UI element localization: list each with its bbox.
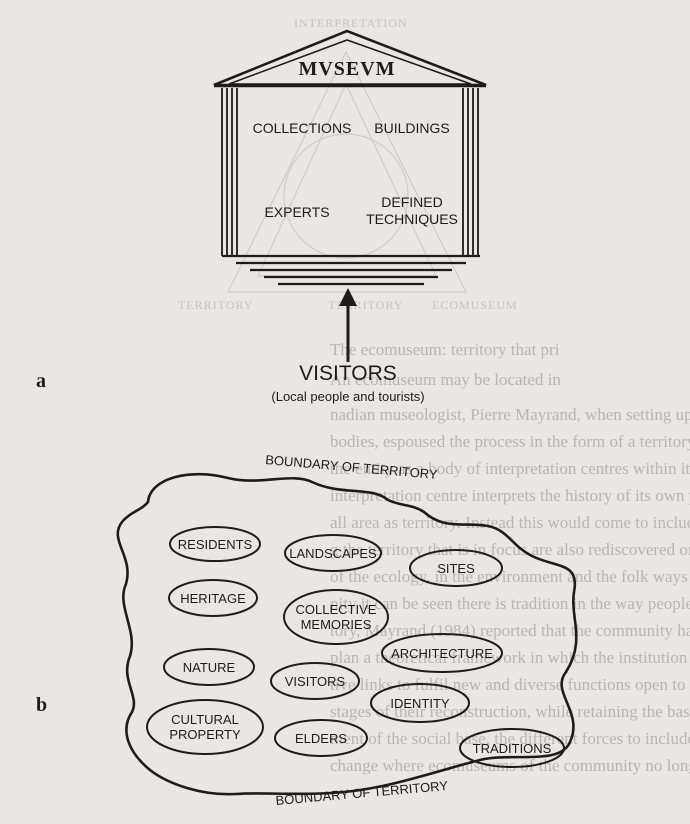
bleed-line: tive links to fulfil new and diverse fun… bbox=[330, 675, 690, 694]
bleed-caption: The ecomuseum: territory that pri bbox=[330, 340, 560, 359]
bleed-line: the entity as a body of interpretation c… bbox=[330, 459, 690, 478]
oval-label-nature: NATURE bbox=[182, 660, 236, 675]
bleed-line: of the ecology, in the environment and t… bbox=[330, 567, 690, 586]
oval-visitors bbox=[270, 662, 360, 700]
oval-label-heritage: HERITAGE bbox=[180, 591, 246, 606]
territory-boundary bbox=[116, 472, 578, 796]
territory-ovals bbox=[146, 526, 565, 768]
oval-label-cultural-property: CULTURAL PROPERTY bbox=[169, 712, 241, 742]
bleed-line: interpretation centre interprets the his… bbox=[330, 486, 690, 505]
oval-label-identity: IDENTITY bbox=[390, 696, 450, 711]
oval-label-collective-memories: COLLECTIVE MEMORIES bbox=[295, 602, 377, 632]
oval-label-landscapes: LANDSCAPES bbox=[289, 546, 377, 561]
oval-label-architecture: ARCHITECTURE bbox=[391, 646, 493, 661]
ghost-word: ECOMUSEUM bbox=[432, 298, 518, 312]
visitors-title: VISITORS bbox=[299, 362, 397, 385]
bleed-line: all area as territory. Instead this woul… bbox=[330, 513, 690, 532]
oval-label-residents: RESIDENTS bbox=[177, 537, 253, 552]
panel-label-b: b bbox=[36, 694, 48, 716]
oval-landscapes bbox=[284, 534, 382, 572]
oval-label-sites: SITES bbox=[437, 561, 475, 576]
museum-title: MVSEVM bbox=[298, 58, 396, 80]
bleed-line: plan a theoretical framework in which th… bbox=[330, 648, 690, 667]
oval-elders bbox=[274, 719, 368, 757]
bleed-line: An ecomuseum may be located in bbox=[330, 370, 561, 389]
oval-cultural-property bbox=[146, 699, 264, 755]
oval-nature bbox=[163, 648, 255, 686]
oval-architecture bbox=[381, 633, 503, 673]
oval-collective-memories bbox=[283, 589, 389, 645]
bleed-line: bodies, espoused the process in the form… bbox=[330, 432, 690, 451]
visitors-subtitle: (Local people and tourists) bbox=[271, 389, 425, 404]
oval-label-traditions: TRADITIONS bbox=[472, 741, 552, 756]
bleed-line: change where ecomuseums of the community… bbox=[330, 756, 690, 775]
oval-residents bbox=[169, 526, 261, 562]
oval-traditions bbox=[459, 728, 565, 768]
ghost-word: TERRITORY bbox=[178, 298, 254, 312]
bleed-line: ment of the social base, the different f… bbox=[330, 729, 690, 748]
museum-building bbox=[213, 29, 487, 286]
oval-heritage bbox=[168, 579, 258, 617]
museum-item-defined-techniques: DEFINED TECHNIQUES bbox=[366, 194, 458, 227]
panel-label-a: a bbox=[36, 370, 46, 392]
bleed-line: stages of their reconstruction, while re… bbox=[330, 702, 690, 721]
oval-identity bbox=[370, 683, 470, 723]
museum-item-collections: COLLECTIONS bbox=[252, 120, 352, 136]
bleed-line: nity it can be seen there is tradition i… bbox=[330, 594, 690, 613]
museum-right-column bbox=[462, 88, 479, 256]
bleed-line: nadian museologist, Pierre Mayrand, when… bbox=[330, 405, 690, 424]
oval-sites bbox=[409, 549, 503, 587]
oval-label-visitors: VISITORS bbox=[284, 674, 346, 689]
oval-label-elders: ELDERS bbox=[294, 731, 348, 746]
museum-steps bbox=[222, 254, 480, 286]
museum-item-buildings: BUILDINGS bbox=[374, 120, 450, 136]
ghost-top-word: INTERPRETATION bbox=[294, 16, 408, 30]
bleed-line: g the territory that is in focus are als… bbox=[330, 540, 690, 559]
museum-item-experts: EXPERTS bbox=[264, 204, 330, 220]
museum-left-column bbox=[221, 88, 238, 256]
visitors-arrow bbox=[339, 288, 357, 362]
